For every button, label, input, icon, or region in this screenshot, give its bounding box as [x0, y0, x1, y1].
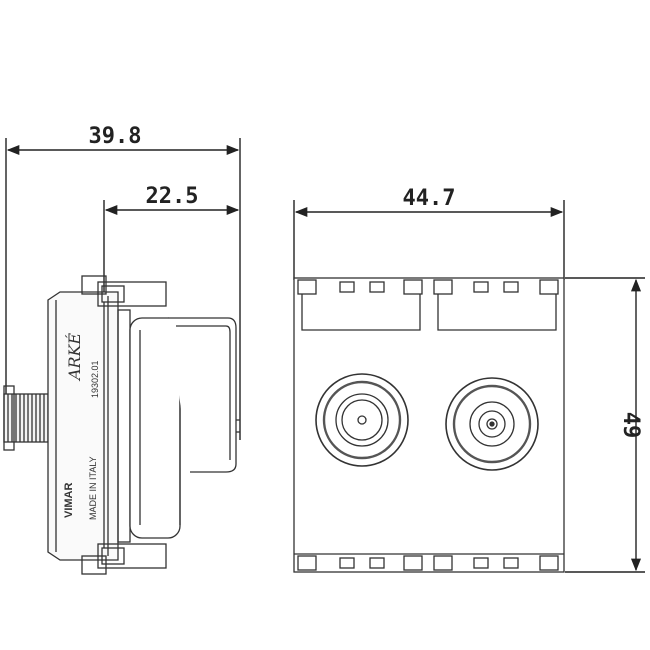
dimension-partial-depth	[103, 200, 240, 300]
dimension-label-front-width: 44.7	[403, 186, 456, 211]
side-cover	[168, 317, 240, 473]
origin-label: MADE IN ITALY	[88, 456, 98, 520]
product-code: 19302.01	[90, 360, 100, 398]
dimension-label-front-height: 49	[618, 412, 643, 439]
side-view	[3, 275, 240, 575]
front-frame	[293, 277, 565, 573]
side-view-markings: ARKÉ 19302.01 VIMAR MADE IN ITALY	[63, 332, 100, 520]
dimension-label-total-depth: 39.8	[89, 124, 142, 149]
side-body	[47, 291, 119, 561]
front-top-recesses	[301, 294, 557, 331]
dimension-label-partial-depth: 22.5	[146, 184, 199, 209]
coax-connector-thread	[3, 385, 49, 451]
brand-name: VIMAR	[63, 483, 75, 519]
side-clips	[81, 275, 167, 575]
dimension-front-height	[565, 277, 645, 573]
front-top-teeth	[297, 279, 559, 295]
dimension-total-depth	[5, 138, 241, 440]
tv-socket-right	[445, 377, 539, 471]
front-view	[293, 277, 565, 573]
tv-socket-left	[315, 373, 409, 467]
side-front-frame	[117, 309, 181, 543]
front-bottom-teeth	[294, 553, 564, 571]
dimension-front-width	[293, 200, 565, 280]
product-logo: ARKÉ	[64, 332, 84, 382]
